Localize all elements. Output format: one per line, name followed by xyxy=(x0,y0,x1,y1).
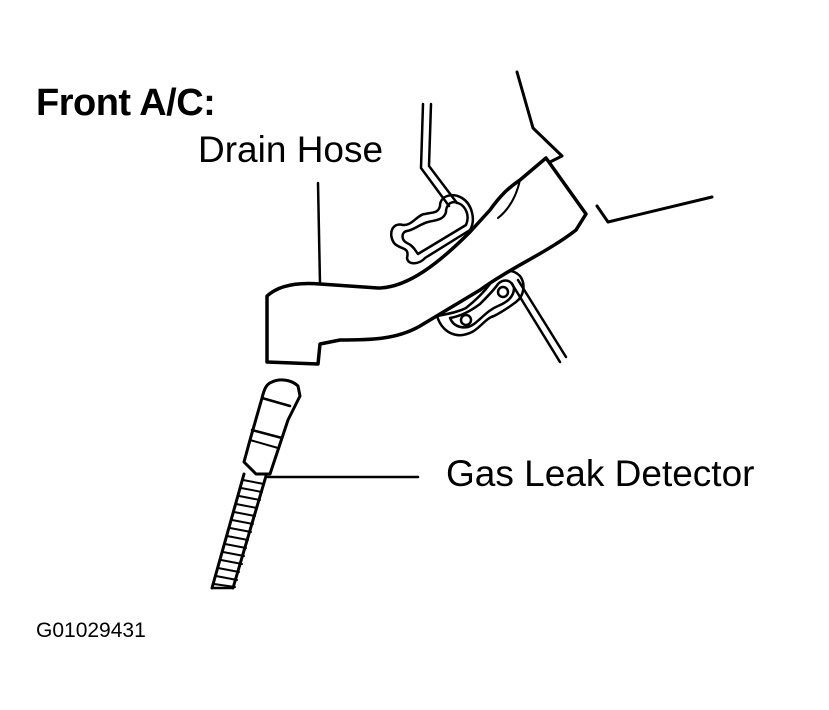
drain-hose xyxy=(265,156,588,366)
drain-hose-leader-line xyxy=(316,181,322,286)
lower-hose-clip xyxy=(435,269,568,364)
gas-leak-detector-label: Gas Leak Detector xyxy=(446,453,755,494)
figure-id: G01029431 xyxy=(36,619,146,642)
ac-housing-outline xyxy=(515,70,714,224)
gas-leak-detector-probe xyxy=(210,378,302,590)
upper-hose-clip xyxy=(390,102,474,265)
drain-hose-label: Drain Hose xyxy=(198,129,384,170)
diagram-title: Front A/C: xyxy=(36,82,216,124)
